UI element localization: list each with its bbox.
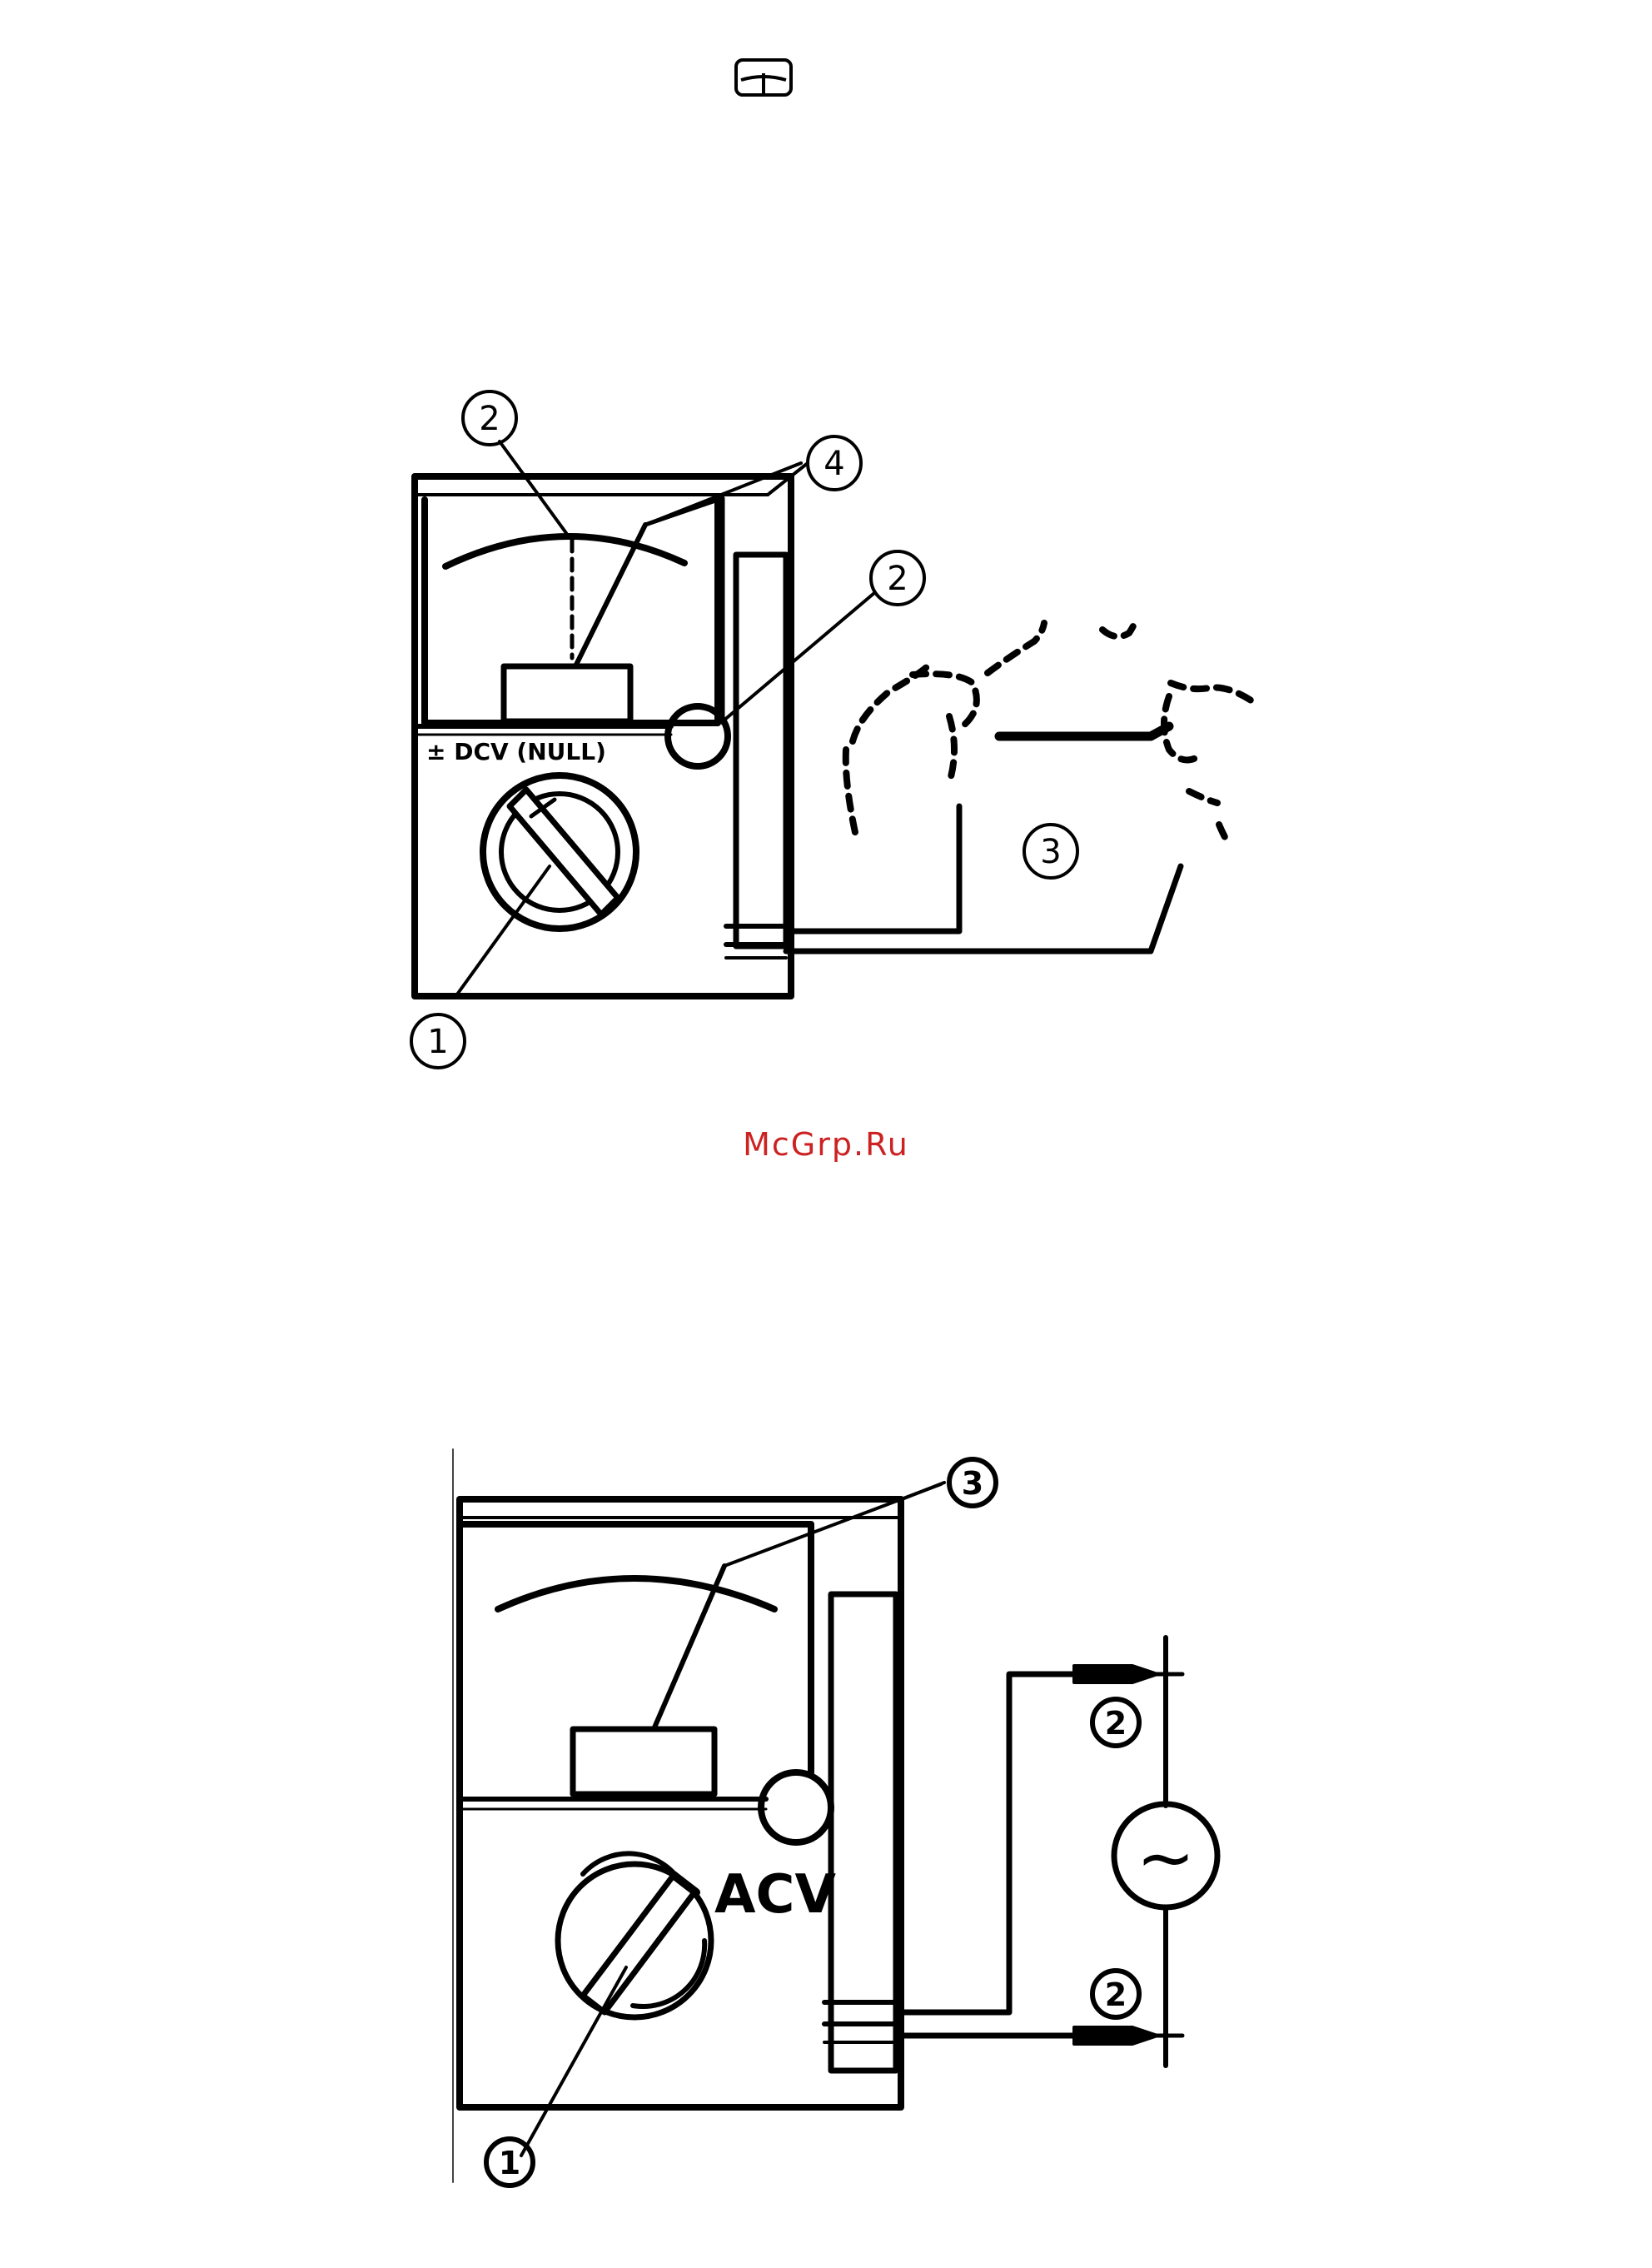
jack-strip-2	[831, 1594, 896, 2071]
zero-adjust-knob	[668, 706, 728, 766]
range-label-acv: ACV	[714, 1864, 837, 1926]
test-lead-1	[896, 1674, 1074, 2012]
meter-movement-2	[573, 1729, 714, 1794]
watermark: McGrp.Ru	[0, 1126, 1652, 1163]
callout-2a: 2	[479, 400, 500, 438]
probe-tip-2	[1074, 2027, 1157, 2044]
range-selector-dial-2	[558, 1853, 711, 2017]
meter-needle	[576, 525, 645, 665]
callout-3: 3	[1040, 833, 1061, 871]
callout-3b: 3	[962, 1465, 983, 1502]
ac-source-symbol: ~	[1137, 1817, 1195, 1898]
meter-scale-2	[498, 1578, 774, 1609]
range-label-dcv: ± DCV (NULL)	[426, 738, 606, 765]
callout-1: 1	[427, 1023, 448, 1061]
callout-1b: 1	[499, 2145, 520, 2181]
test-lead-red	[786, 866, 1181, 951]
meter-movement	[504, 666, 630, 721]
callout-4: 4	[824, 445, 844, 483]
callout-2c: 2	[1105, 1705, 1127, 1742]
range-selector-dial	[483, 775, 636, 929]
probe-tip-1	[1074, 1666, 1157, 1682]
meter-needle-2	[654, 1566, 724, 1727]
zero-adjust-knob-2	[761, 1772, 831, 1842]
analog-meter-icon	[736, 60, 791, 95]
diagram-top	[411, 391, 1257, 1068]
callout-2d: 2	[1105, 1976, 1127, 2013]
callout-2b: 2	[887, 560, 908, 598]
jack-strip	[736, 555, 786, 946]
circuit-under-test	[846, 618, 1257, 841]
meter-body-2	[460, 1499, 901, 2107]
test-lead-black	[786, 806, 959, 931]
meter-scale	[445, 536, 684, 566]
diagram-bottom	[453, 1449, 1217, 2186]
